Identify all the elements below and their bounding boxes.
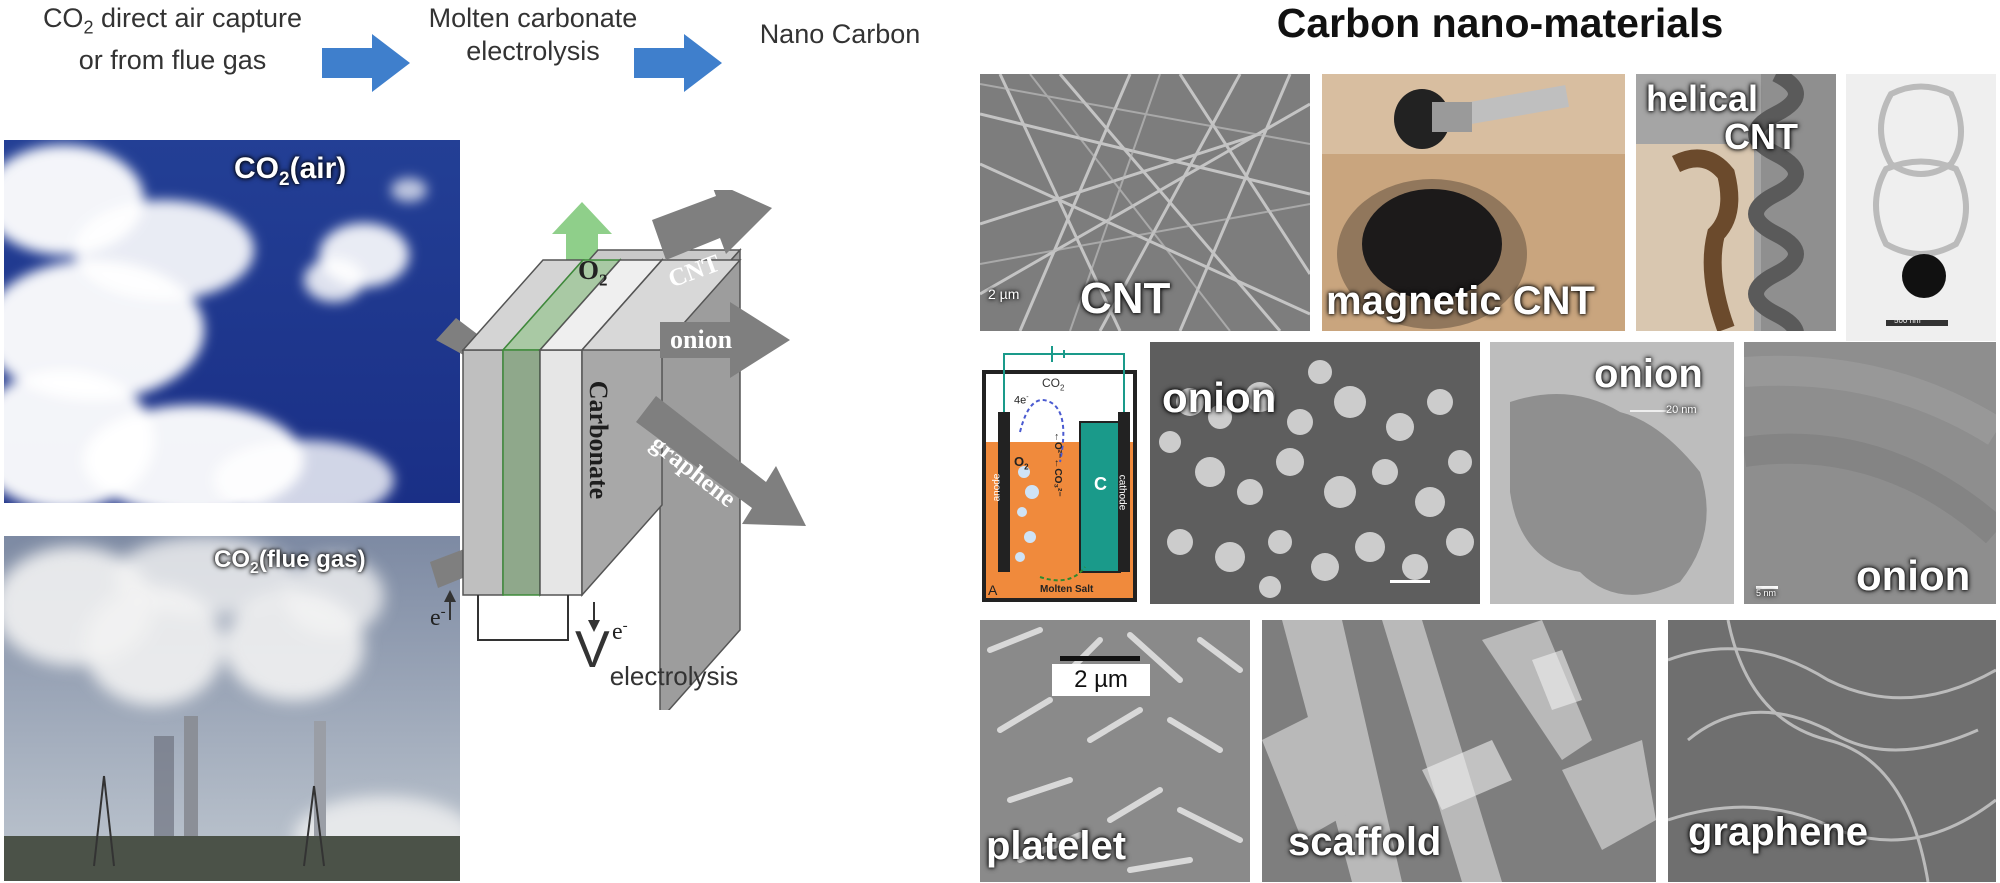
electron-right-label: e- [612,618,628,645]
flue-gas-photo: CO2(flue gas) [4,536,460,881]
flow-step-co2-source: CO2 direct air capture or from flue gas [42,3,303,76]
panel-helical-cnt: helical CNT [1636,74,1836,331]
panel-graphene: graphene [1668,620,1996,882]
carbonate-label: Carbonate [584,380,613,500]
panel-cnt-sem: 2 µm CNT [980,74,1310,331]
circuit-wire [449,595,595,641]
schematic-carbon-label: C [1094,474,1107,494]
flow-step-electrolysis: Molten carbonate electrolysis [428,3,638,66]
schematic-tag: A [988,582,998,598]
onion-tem-scale: 20 nm [1666,404,1697,416]
schematic-molten-salt-label: Molten Salt [1040,584,1094,595]
electrolysis-cell [461,248,742,710]
schematic-cathode-label: cathode [1116,474,1128,511]
arrow-air-to-cell [430,190,510,220]
flue-co2-label: CO2(flue gas) [214,546,366,577]
platelet-label: platelet [986,824,1127,868]
flow-arrow-2 [634,34,722,92]
scaffold-label: scaffold [1288,820,1442,864]
schematic-co2-label: CO2 [1042,376,1065,393]
flow-step-nano-carbon: Nano Carbon [759,19,921,49]
schematic-anode-label: anode [991,473,1003,502]
onion-sem-label: onion [1162,374,1277,421]
onion-hrtem-scale: 5 nm [1756,588,1777,598]
panel-scaffold: scaffold [1262,620,1656,882]
graphene-label: graphene [1688,810,1869,854]
panel-platelet: 2 µm platelet [980,620,1250,882]
o2-label: O2 [578,255,608,290]
helical-label-2: CNT [1724,116,1798,157]
panel-onion-hrtem: 5 nm onion [1744,342,1996,604]
schematic-ion-path: ←O²⁻←CO₃²⁻ [1052,432,1063,497]
onion-hrtem-label: onion [1856,552,1971,599]
magnetic-cnt-label: magnetic CNT [1326,279,1595,323]
schematic-o2-label: O2 [1014,454,1029,472]
arrow-onion [660,302,790,378]
arrow-cnt [652,190,772,260]
panel-electrolysis-schematic: CO2 4e- O2 anode cathode C ←O²⁻←CO₃²⁻ Mo… [980,342,1139,604]
cnt-scale-label: 2 µm [988,286,1020,302]
page-title: Carbon nano-materials [1276,0,1724,46]
voltage-label: Velectrolysis [575,621,739,691]
panel-onion-tem: 20 nm onion [1490,342,1734,604]
schematic-electron-label: 4e- [1014,394,1029,407]
flow-arrow-1 [322,34,410,92]
panel-tem-cnt: 500 nm [1846,74,1996,341]
panel-onion-sem: onion [1150,342,1480,604]
onion-tem-label: onion [1594,352,1703,396]
panel-magnetic-cnt: magnetic CNT [1322,74,1625,331]
arrow-graphene [636,396,806,526]
air-co2-label: CO2(air) [234,152,347,190]
tem-scale-label: 500 nm [1894,316,1921,325]
helical-label-1: helical [1646,78,1759,119]
electron-left-label: e- [430,604,446,631]
electrolysis-diagram [430,190,806,710]
air-sky-photo: CO2(air) [4,140,460,503]
platelet-scale-label: 2 µm [1074,666,1128,693]
arrow-onion-label: onion [670,325,733,354]
cnt-panel-label: CNT [1080,274,1171,323]
